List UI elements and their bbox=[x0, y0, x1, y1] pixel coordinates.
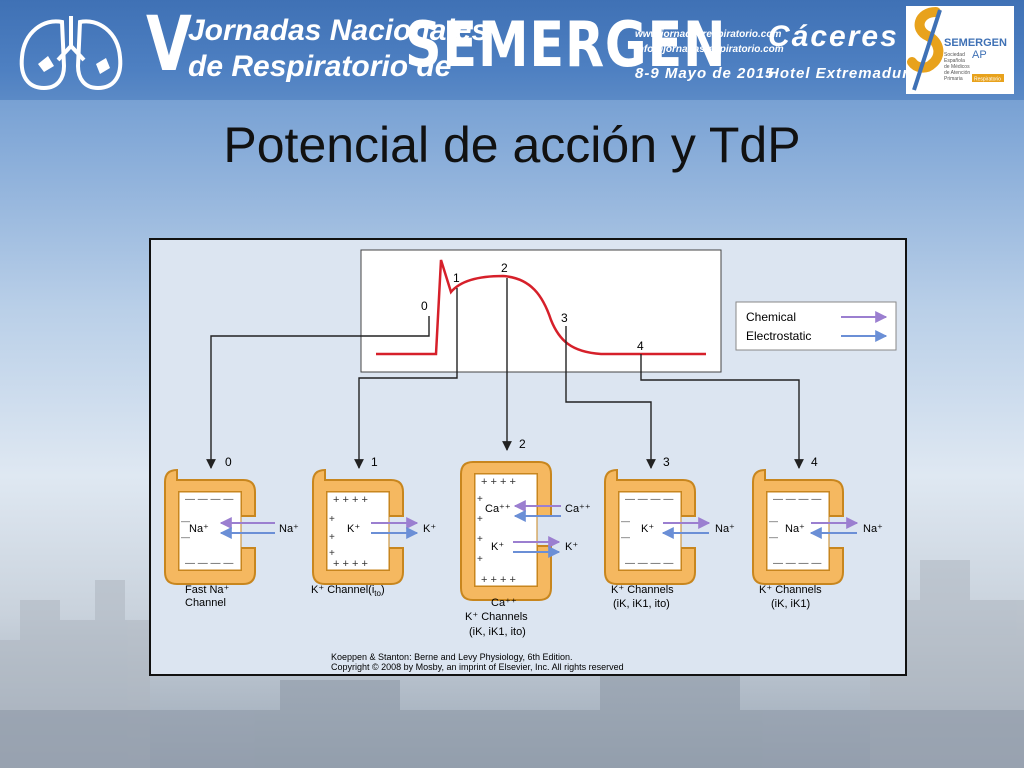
cell-0-right-ion: Na⁺ bbox=[279, 523, 299, 535]
svg-text:— — — —: — — — — bbox=[773, 558, 821, 569]
cell-0-phase: 0 bbox=[225, 455, 232, 469]
phase-label-3: 3 bbox=[561, 311, 568, 325]
cell-3-k-channels: — — — — — — — — — — K⁺ Na⁺ K⁺ Channels (… bbox=[604, 468, 735, 610]
cell-4-k-channels: — — — — — — — — — — Na⁺ Na⁺ K⁺ Channels … bbox=[752, 468, 883, 610]
banner-email: info@jornadasrespiratorio.com bbox=[635, 44, 784, 55]
action-potential-figure: 0 1 2 3 4 Chemical Electrostatic 0 1 2 3… bbox=[149, 238, 907, 676]
svg-text:—: — bbox=[621, 516, 630, 526]
svg-text:—: — bbox=[621, 532, 630, 542]
cell-4-caption-2: (iK, iK1) bbox=[771, 598, 810, 610]
logo-tagline-3: de Médicos bbox=[944, 64, 970, 70]
cell-1-right-ion: K⁺ bbox=[423, 523, 436, 535]
slide-title: Potencial de acción y TdP bbox=[223, 117, 801, 173]
cell-2-bottom-left-ion: K⁺ bbox=[491, 541, 504, 553]
cell-3-right-ion: Na⁺ bbox=[715, 523, 735, 535]
logo-name: SEMERGEN bbox=[944, 37, 1007, 49]
cell-0-left-ion: Na⁺ bbox=[189, 523, 209, 535]
svg-text:+ + + +: + + + + bbox=[333, 494, 368, 506]
figure-credit-1: Koeppen & Stanton: Berne and Levy Physio… bbox=[331, 652, 573, 662]
svg-text:+: + bbox=[329, 548, 335, 559]
semergen-logo: SEMERGEN AP Sociedad Española de Médicos… bbox=[906, 6, 1014, 94]
logo-tag: Respiratorio bbox=[974, 77, 1001, 83]
lungs-logo-icon bbox=[19, 16, 123, 91]
cell-4-phase: 4 bbox=[811, 455, 818, 469]
banner-line-1: Jornadas Nacionales bbox=[188, 14, 489, 47]
svg-text:— — — —: — — — — bbox=[185, 494, 233, 505]
cell-1-left-ion: K⁺ bbox=[347, 523, 360, 535]
cell-0-caption-1: Fast Na⁺ bbox=[185, 584, 230, 596]
svg-text:+: + bbox=[477, 554, 483, 565]
banner-website: www.jornadasrespiratorio.com bbox=[635, 29, 782, 40]
cell-2-top-right-ion: Ca⁺⁺ bbox=[565, 503, 591, 515]
logo-tagline-4: de Atención bbox=[944, 70, 970, 76]
cell-1-caption-sub: to bbox=[374, 589, 381, 598]
logo-ap: AP bbox=[972, 49, 987, 61]
conference-banner: V Jornadas Nacionales de Respiratorio de… bbox=[0, 0, 1024, 100]
cell-2-ca-k-channels: + + + + + + + + + + + + Ca⁺⁺ Ca⁺⁺ K⁺ K⁺ … bbox=[460, 461, 591, 638]
legend-chemical: Chemical bbox=[746, 310, 796, 324]
svg-text:—: — bbox=[181, 516, 190, 526]
cell-4-left-ion: Na⁺ bbox=[785, 523, 805, 535]
svg-text:+: + bbox=[329, 514, 335, 525]
cell-3-caption-1: K⁺ Channels bbox=[611, 584, 674, 596]
logo-tagline-1: Sociedad bbox=[944, 52, 965, 58]
phase-label-4: 4 bbox=[637, 339, 644, 353]
svg-text:— — — —: — — — — bbox=[625, 558, 673, 569]
action-potential-curve bbox=[376, 259, 706, 356]
banner-brand: SEMERGEN bbox=[405, 8, 727, 81]
cell-4-right-ion: Na⁺ bbox=[863, 523, 883, 535]
svg-text:— — — —: — — — — bbox=[773, 494, 821, 505]
banner-city: Cáceres bbox=[768, 20, 899, 53]
banner-date: 8-9 Mayo de 2015 bbox=[635, 65, 775, 82]
phase-label-0: 0 bbox=[421, 299, 428, 313]
cell-3-caption-2: (iK, iK1, ito) bbox=[613, 598, 670, 610]
cell-1-caption-main: K⁺ Channel(i bbox=[311, 584, 374, 596]
svg-text:+: + bbox=[477, 494, 483, 505]
banner-line-2: de Respiratorio de bbox=[188, 50, 452, 83]
svg-text:+: + bbox=[329, 532, 335, 543]
svg-text:— — — —: — — — — bbox=[625, 494, 673, 505]
cell-1-caption-1: K⁺ Channel(ito) bbox=[311, 584, 385, 598]
cell-2-bottom-right-ion: K⁺ bbox=[565, 541, 578, 553]
figure-credit-2: Copyright © 2008 by Mosby, an imprint of… bbox=[331, 662, 624, 672]
cell-1-phase: 1 bbox=[371, 455, 378, 469]
cell-2-caption-3: (iK, iK1, ito) bbox=[469, 626, 526, 638]
svg-text:—: — bbox=[769, 532, 778, 542]
svg-text:— — — —: — — — — bbox=[185, 558, 233, 569]
cell-1-k-channel-ito: + + + + + + + + + + + K⁺ K⁺ K⁺ Channel(i… bbox=[311, 468, 436, 598]
connector-arrows bbox=[206, 278, 804, 469]
logo-tagline-5: Primaria bbox=[944, 76, 963, 82]
cell-2-phase: 2 bbox=[519, 437, 526, 451]
legend-box bbox=[735, 301, 897, 351]
cell-0-fast-na-channel: — — — — — — — — — — Na⁺ Na⁺ Fast Na⁺ Cha… bbox=[164, 468, 299, 609]
svg-text:+ + + +: + + + + bbox=[481, 574, 516, 586]
cell-2-top-left-ion: Ca⁺⁺ bbox=[485, 503, 511, 515]
action-potential-diagram: 0 1 2 3 4 Chemical Electrostatic 0 1 2 3… bbox=[164, 249, 897, 672]
phase-label-2: 2 bbox=[501, 261, 508, 275]
action-potential-panel bbox=[360, 249, 722, 373]
svg-text:+: + bbox=[477, 534, 483, 545]
cell-0-caption-2: Channel bbox=[185, 597, 226, 609]
cell-2-caption-2: K⁺ Channels bbox=[465, 611, 528, 623]
svg-text:+ + + +: + + + + bbox=[481, 476, 516, 488]
cell-3-phase: 3 bbox=[663, 455, 670, 469]
town-background-image bbox=[0, 560, 1024, 768]
banner-hotel: Hotel Extremadura bbox=[768, 65, 919, 82]
logo-tagline-2: Española bbox=[944, 58, 965, 64]
cell-1-caption-close: ) bbox=[381, 584, 385, 596]
cell-4-caption-1: K⁺ Channels bbox=[759, 584, 822, 596]
svg-text:—: — bbox=[769, 516, 778, 526]
cell-2-caption-1: Ca⁺⁺ bbox=[491, 597, 517, 609]
cell-3-left-ion: K⁺ bbox=[641, 523, 654, 535]
svg-text:+ + + +: + + + + bbox=[333, 558, 368, 570]
legend-electrostatic: Electrostatic bbox=[746, 329, 811, 343]
svg-text:+: + bbox=[477, 514, 483, 525]
svg-text:—: — bbox=[181, 532, 190, 542]
edition-roman-numeral: V bbox=[146, 0, 192, 88]
phase-label-1: 1 bbox=[453, 271, 460, 285]
